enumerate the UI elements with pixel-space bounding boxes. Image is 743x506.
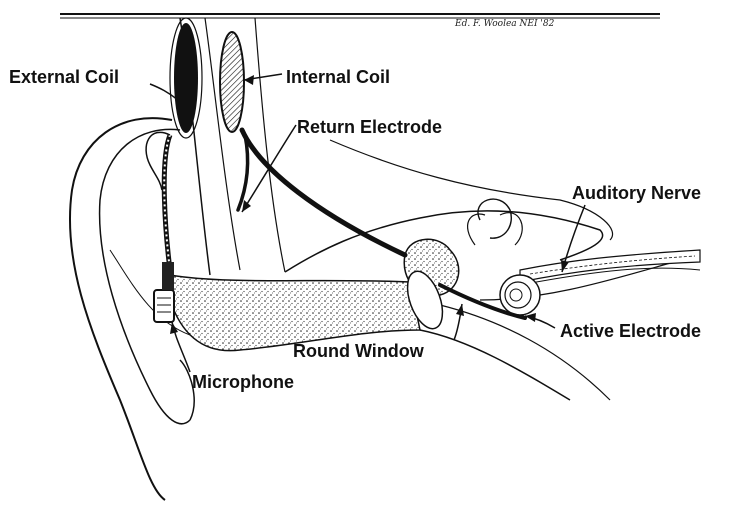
external-coil	[174, 23, 198, 133]
label-microphone: Microphone	[192, 373, 294, 391]
label-auditory-nerve: Auditory Nerve	[572, 184, 701, 202]
label-round-window: Round Window	[293, 342, 424, 360]
signature: Ed. F. Woolea NEI '82	[455, 19, 554, 29]
return-electrode	[238, 135, 248, 210]
auditory-nerve	[520, 250, 700, 282]
ear-canal	[170, 275, 420, 351]
label-external-coil: External Coil	[9, 68, 119, 86]
internal-coil	[220, 32, 244, 132]
cochlea	[500, 275, 540, 315]
label-return-electrode: Return Electrode	[297, 118, 442, 136]
label-internal-coil: Internal Coil	[286, 68, 390, 86]
label-active-electrode: Active Electrode	[560, 322, 701, 340]
microphone-device	[154, 290, 174, 322]
semicircular-canals	[478, 199, 511, 238]
